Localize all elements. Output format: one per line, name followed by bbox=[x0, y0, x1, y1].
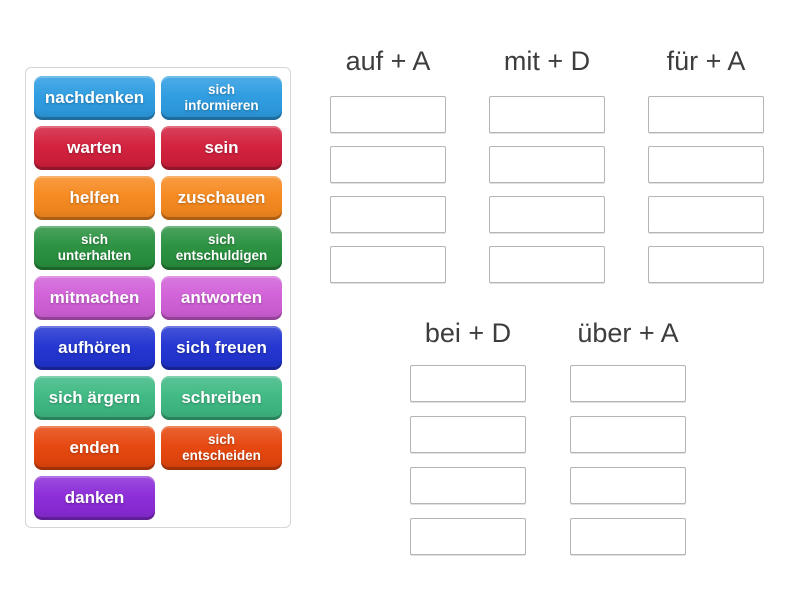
group-header-bei-d: bei + D bbox=[424, 318, 512, 348]
drop-slot-ueber-a-4[interactable] bbox=[570, 518, 686, 555]
drop-slot-fuer-a-4[interactable] bbox=[648, 246, 764, 283]
word-tile-mitmachen[interactable]: mitmachen bbox=[34, 276, 155, 320]
word-tile-aufhoeren[interactable]: aufhören bbox=[34, 326, 155, 370]
group-slots-bei-d bbox=[410, 365, 526, 555]
drop-slot-auf-a-2[interactable] bbox=[330, 146, 446, 183]
drop-slot-auf-a-1[interactable] bbox=[330, 96, 446, 133]
group-mit-d: mit + D bbox=[489, 42, 605, 283]
word-tile-sich-unterhalten[interactable]: sich unterhalten bbox=[34, 226, 155, 270]
drop-slot-bei-d-1[interactable] bbox=[410, 365, 526, 402]
drop-slot-mit-d-3[interactable] bbox=[489, 196, 605, 233]
word-tile-warten[interactable]: warten bbox=[34, 126, 155, 170]
drop-slot-fuer-a-2[interactable] bbox=[648, 146, 764, 183]
drop-slot-ueber-a-1[interactable] bbox=[570, 365, 686, 402]
word-tile-zuschauen[interactable]: zuschauen bbox=[161, 176, 282, 220]
word-tile-sich-informieren[interactable]: sich informieren bbox=[161, 76, 282, 120]
word-tile-danken[interactable]: danken bbox=[34, 476, 155, 520]
word-tile-sich-freuen[interactable]: sich freuen bbox=[161, 326, 282, 370]
group-fuer-a: für + A bbox=[648, 42, 764, 283]
group-header-auf-a: auf + A bbox=[345, 46, 431, 76]
drop-slot-auf-a-3[interactable] bbox=[330, 196, 446, 233]
group-slots-fuer-a bbox=[648, 96, 764, 283]
word-bank-panel: nachdenken sich informieren warten sein … bbox=[25, 67, 291, 528]
drop-slot-bei-d-3[interactable] bbox=[410, 467, 526, 504]
group-slots-ueber-a bbox=[570, 365, 686, 555]
word-tile-enden[interactable]: enden bbox=[34, 426, 155, 470]
word-tile-sich-entschuldigen[interactable]: sich entschuldigen bbox=[161, 226, 282, 270]
drop-slot-bei-d-2[interactable] bbox=[410, 416, 526, 453]
word-tile-antworten[interactable]: antworten bbox=[161, 276, 282, 320]
drop-slot-ueber-a-2[interactable] bbox=[570, 416, 686, 453]
drop-slot-mit-d-4[interactable] bbox=[489, 246, 605, 283]
drop-slot-bei-d-4[interactable] bbox=[410, 518, 526, 555]
drop-slot-fuer-a-3[interactable] bbox=[648, 196, 764, 233]
drop-slot-mit-d-1[interactable] bbox=[489, 96, 605, 133]
drop-slot-auf-a-4[interactable] bbox=[330, 246, 446, 283]
drop-slot-mit-d-2[interactable] bbox=[489, 146, 605, 183]
group-auf-a: auf + A bbox=[330, 42, 446, 283]
group-ueber-a: über + A bbox=[570, 314, 686, 555]
word-tile-nachdenken[interactable]: nachdenken bbox=[34, 76, 155, 120]
word-tile-sein[interactable]: sein bbox=[161, 126, 282, 170]
group-bei-d: bei + D bbox=[410, 314, 526, 555]
group-header-ueber-a: über + A bbox=[577, 318, 679, 348]
drop-slot-fuer-a-1[interactable] bbox=[648, 96, 764, 133]
drop-slot-ueber-a-3[interactable] bbox=[570, 467, 686, 504]
word-tile-helfen[interactable]: helfen bbox=[34, 176, 155, 220]
group-header-fuer-a: für + A bbox=[666, 46, 746, 76]
group-slots-mit-d bbox=[489, 96, 605, 283]
word-tile-schreiben[interactable]: schreiben bbox=[161, 376, 282, 420]
group-header-mit-d: mit + D bbox=[503, 46, 591, 76]
word-tile-sich-aergern[interactable]: sich ärgern bbox=[34, 376, 155, 420]
word-tile-sich-entscheiden[interactable]: sich entscheiden bbox=[161, 426, 282, 470]
group-slots-auf-a bbox=[330, 96, 446, 283]
